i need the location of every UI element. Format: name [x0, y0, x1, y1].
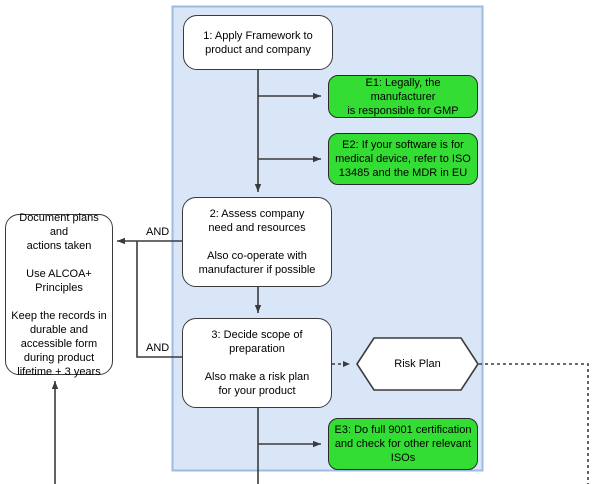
node-step-1[interactable]: 1: Apply Framework to product and compan…	[183, 15, 333, 70]
node-document-plans[interactable]: Document plans and actions taken Use ALC…	[5, 212, 113, 378]
edge-label-and-lower: AND	[146, 342, 170, 354]
node-e3-note[interactable]: E3: Do full 9001 certification and check…	[328, 418, 478, 470]
connector-risk-plan-to-right	[479, 363, 589, 484]
node-step-2[interactable]: 2: Assess company need and resources Als…	[182, 197, 332, 287]
connector-step3-to-document	[136, 241, 182, 358]
node-e2-note[interactable]: E2: If your software is for medical devi…	[328, 133, 478, 185]
risk-plan-hexagon	[356, 337, 479, 391]
node-e1-note[interactable]: E1: Legally, the manufacturer is respons…	[328, 75, 478, 118]
node-step-3[interactable]: 3: Decide scope of preparation Also make…	[182, 318, 332, 408]
edge-label-and-upper: AND	[146, 226, 170, 238]
